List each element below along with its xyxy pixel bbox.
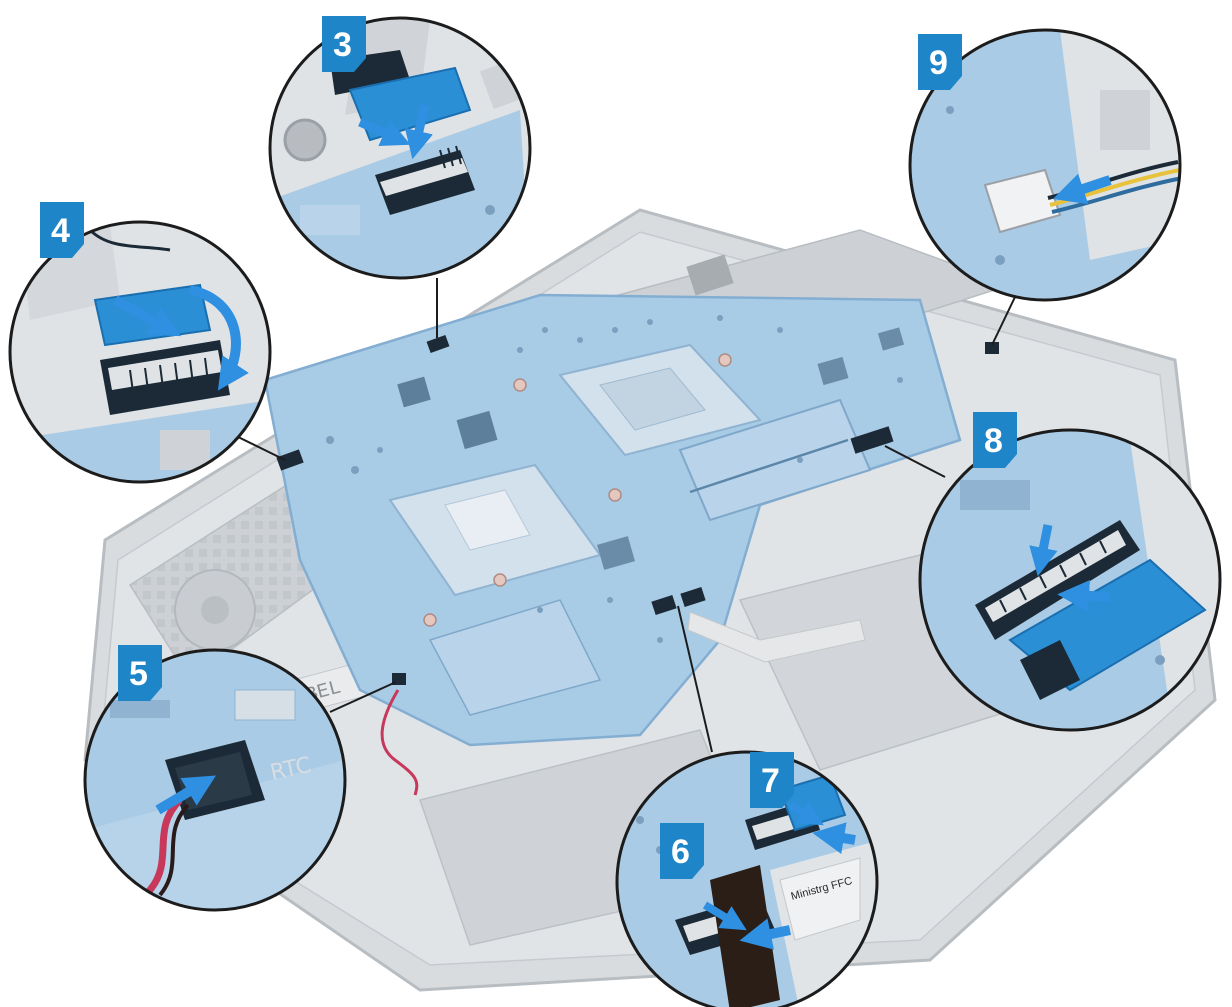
board-connector-7: [680, 586, 706, 608]
arrow-3-b: [404, 103, 433, 160]
arrow-4-rotate: [188, 285, 249, 391]
arrow-9: [1052, 173, 1112, 205]
step-badge-5: 5: [118, 645, 162, 701]
callout-6-7: Ministrg FFC: [615, 750, 879, 1007]
step-badge-9: 9: [918, 34, 962, 90]
callout-8: [918, 428, 1222, 732]
svg-text:8: 8: [984, 422, 1003, 460]
arrow-8-a: [1029, 524, 1058, 577]
callout-3: [268, 16, 532, 280]
arrow-7-a: [787, 801, 824, 826]
callout-4: [8, 220, 272, 484]
rtc-cable: [135, 797, 183, 910]
leader-lines: [231, 278, 1016, 753]
ssd-slot: [428, 599, 602, 716]
leader-line-9: [991, 296, 1016, 346]
svg-text:3: 3: [333, 26, 352, 64]
step-badge-6: 6: [660, 823, 704, 879]
step-badge-8: 8: [973, 412, 1017, 468]
board-connector-4: [276, 449, 304, 471]
arrow-8-b: [1057, 579, 1111, 612]
leader-line-5: [329, 681, 397, 713]
svg-text:6: 6: [671, 833, 690, 871]
callout-5: RTC: [83, 648, 347, 912]
arrow-4-push: [112, 295, 182, 337]
leader-line-8: [884, 445, 946, 478]
arrow-7-b: [812, 822, 856, 854]
arrow-5: [155, 775, 216, 815]
arrow-3-a: [358, 117, 411, 147]
leader-line-67: [677, 605, 713, 753]
memory-slot: [678, 398, 872, 522]
step-badge-4: 4: [40, 202, 84, 258]
svg-text:7: 7: [761, 762, 780, 800]
arrow-6-a: [702, 901, 747, 931]
connector-9: [983, 168, 1062, 234]
step-badge-3: 3: [322, 16, 366, 72]
board-connector-6: [651, 594, 677, 616]
svg-text:9: 9: [929, 44, 948, 82]
svg-text:4: 4: [51, 212, 70, 250]
svg-text:5: 5: [129, 655, 148, 693]
motherboard: [263, 293, 999, 796]
board-connector-8: [850, 426, 894, 454]
board-connector-9: [985, 342, 999, 354]
board-connector-3: [426, 334, 450, 354]
arrow-6-b: [739, 918, 792, 950]
leader-line-4: [231, 433, 286, 461]
step-badge-7: 7: [750, 752, 794, 808]
